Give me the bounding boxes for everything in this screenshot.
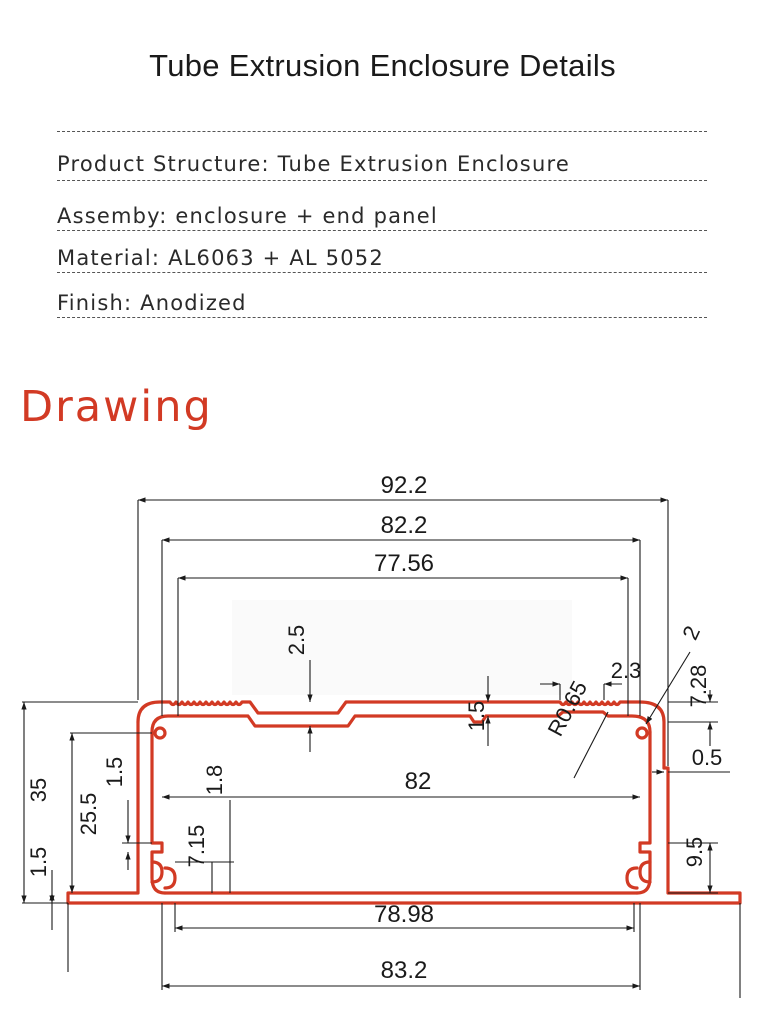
spec-material: Material: AL6063 + AL 5052 [57, 246, 384, 270]
dim-35: 35 [26, 778, 51, 802]
dim-7-15: 7.15 [184, 825, 209, 868]
dim-2-3: 2.3 [611, 658, 642, 683]
spec-assembly: Assemby: enclosure + end panel [57, 204, 438, 228]
dim-77-56: 77.56 [374, 550, 434, 577]
dim-25-5: 25.5 [76, 793, 101, 836]
watermark [232, 600, 572, 695]
spec-product-structure: Product Structure: Tube Extrusion Enclos… [57, 152, 570, 176]
dim-82-2: 82.2 [381, 512, 428, 539]
page-title: Tube Extrusion Enclosure Details [149, 48, 616, 83]
dim-7-28: 7.28 [686, 665, 711, 708]
dim-0-5: 0.5 [692, 745, 723, 770]
dim-78-98: 78.98 [374, 901, 434, 928]
dim-1-5-bottom: 1.5 [26, 847, 51, 878]
dim-92-2: 92.2 [381, 472, 428, 499]
enclosure-profile [66, 700, 742, 905]
dim-2: 2 [677, 622, 705, 644]
dimension-lines [21, 497, 741, 998]
dim-2-5: 2.5 [284, 625, 309, 656]
dim-1-5-left: 1.5 [102, 757, 127, 788]
dim-83-2: 83.2 [381, 957, 428, 984]
dim-82: 82 [405, 768, 432, 795]
spec-finish: Finish: Anodized [57, 291, 247, 315]
technical-drawing: 92.2 82.2 77.56 2.5 2.3 2 7.28 R0.65 1.5… [21, 472, 742, 998]
spec-divider [57, 131, 707, 132]
spec-divider [57, 272, 707, 273]
section-title-drawing: Drawing [20, 382, 213, 432]
dim-1-8: 1.8 [202, 765, 227, 796]
spec-divider [57, 230, 707, 231]
dim-9-5: 9.5 [682, 837, 707, 868]
spec-divider [57, 317, 707, 318]
dim-1-5-top: 1.5 [464, 701, 489, 732]
spec-divider [57, 180, 707, 181]
